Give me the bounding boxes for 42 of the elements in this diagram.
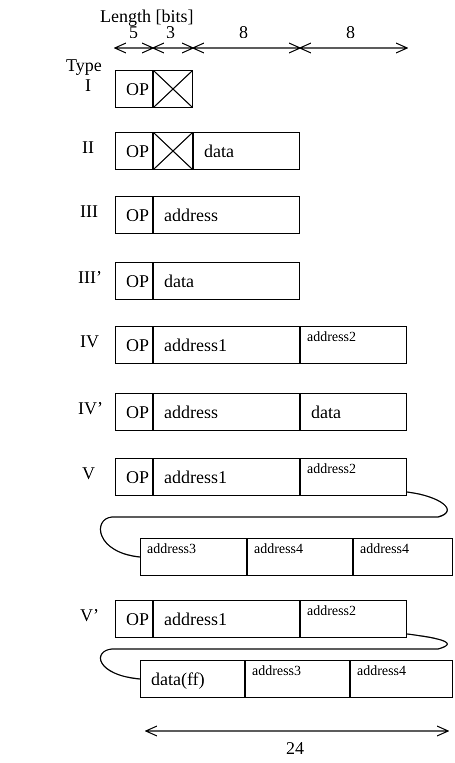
type-label: V’	[80, 605, 99, 626]
field-cell: address4	[350, 660, 453, 698]
field-cell: OP	[115, 70, 153, 108]
continuation-line	[100, 633, 448, 680]
field-cell: address4	[353, 538, 453, 576]
field-cell: address1	[153, 600, 300, 638]
field-cell: OP	[115, 262, 153, 300]
axis-title: Type	[66, 55, 102, 76]
field-cell: address	[153, 196, 300, 234]
bit-count: 3	[166, 22, 175, 43]
field-cell: data(ff)	[140, 660, 245, 698]
field-cell: data	[153, 262, 300, 300]
field-cell: address3	[140, 538, 247, 576]
field-cell: OP	[115, 132, 153, 170]
type-label: IV’	[78, 398, 103, 419]
bit-count: 8	[239, 22, 248, 43]
field-cell: address4	[247, 538, 353, 576]
field-cell: OP	[115, 600, 153, 638]
field-cell: address3	[245, 660, 350, 698]
type-label: III	[80, 201, 98, 222]
type-label: I	[85, 75, 91, 96]
type-label: II	[82, 137, 94, 158]
field-cell: address	[153, 393, 300, 431]
field-cell: address1	[153, 326, 300, 364]
crossed-box	[153, 132, 193, 170]
type-label: III’	[78, 267, 102, 288]
bit-count: 8	[346, 22, 355, 43]
continuation-line	[100, 491, 448, 558]
field-cell: address2	[300, 458, 407, 496]
field-cell: OP	[115, 196, 153, 234]
field-cell: data	[193, 132, 300, 170]
field-cell: address2	[300, 600, 407, 638]
type-label: IV	[80, 331, 99, 352]
type-label: V	[82, 463, 95, 484]
field-cell: address1	[153, 458, 300, 496]
crossed-box	[153, 70, 193, 108]
field-cell: address2	[300, 326, 407, 364]
field-cell: data	[300, 393, 407, 431]
field-cell: OP	[115, 326, 153, 364]
field-cell: OP	[115, 458, 153, 496]
bit-count: 24	[286, 738, 304, 759]
field-cell: OP	[115, 393, 153, 431]
